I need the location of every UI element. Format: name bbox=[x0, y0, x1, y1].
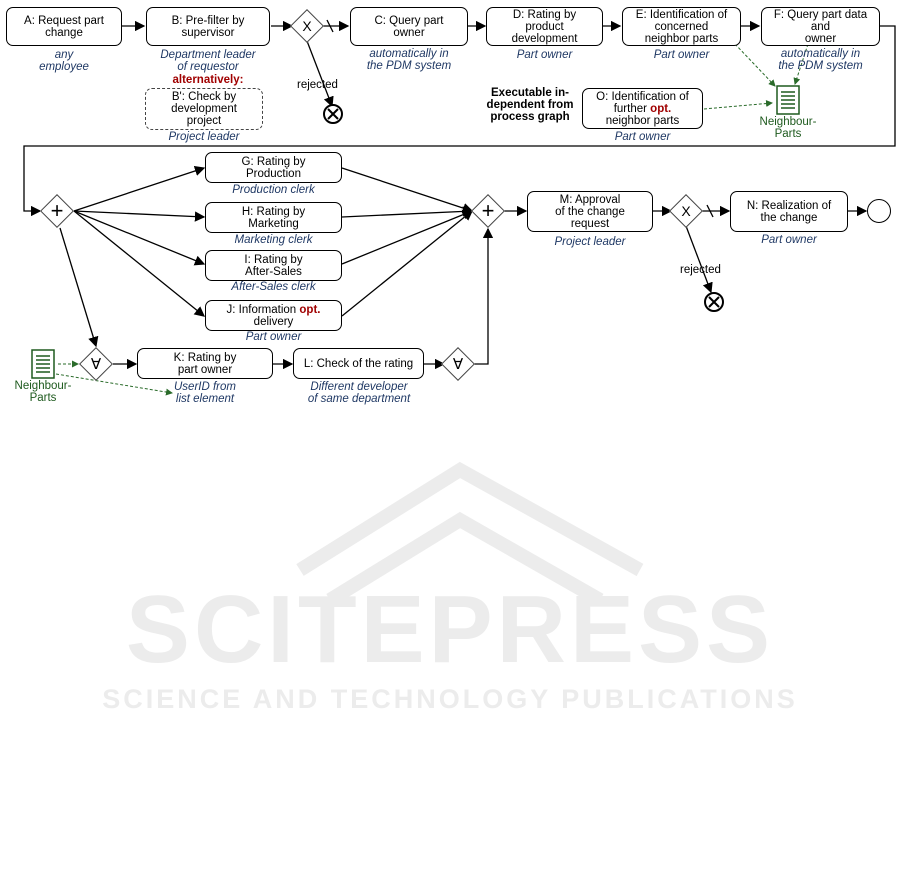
task-f-query-part-data-owner[interactable]: F: Query part data and owner bbox=[761, 7, 880, 46]
role-d: Part owner bbox=[516, 49, 573, 61]
task-g-rating-production[interactable]: G: Rating by Production bbox=[205, 152, 342, 183]
role-n: Part owner bbox=[761, 234, 817, 246]
task-j-text: J: Information bbox=[226, 303, 297, 316]
document-icon-1 bbox=[776, 85, 800, 115]
sequence-flows bbox=[23, 19, 896, 370]
loop-start-symbol: ∀ bbox=[90, 356, 102, 373]
task-j-information-delivery[interactable]: J: Information opt. delivery bbox=[205, 300, 342, 331]
executable-note: Executable in- dependent from process gr… bbox=[486, 87, 574, 123]
xor-gateway-2-symbol: X bbox=[681, 203, 691, 219]
role-c: automatically in the PDM system bbox=[366, 48, 452, 72]
end-event bbox=[867, 199, 891, 223]
role-k: UserID from list element bbox=[174, 381, 236, 405]
role-bp: Project leader bbox=[168, 131, 240, 143]
rejected-label-1: rejected bbox=[297, 79, 338, 91]
and-split-symbol: + bbox=[50, 198, 64, 223]
task-b-prefilter-supervisor[interactable]: B: Pre-filter by supervisor bbox=[146, 7, 270, 46]
task-o-identification-further-neighbor-parts[interactable]: O: Identification of further opt.neighbo… bbox=[582, 88, 703, 129]
role-o: Part owner bbox=[614, 131, 671, 143]
loop-end-symbol: ∀ bbox=[452, 356, 464, 373]
task-bp-check-development-project[interactable]: B': Check by development project bbox=[145, 88, 263, 130]
and-join-symbol: + bbox=[481, 198, 495, 223]
task-o-opt: opt. bbox=[650, 102, 672, 115]
rejected-label-2: rejected bbox=[680, 264, 721, 276]
role-m: Project leader bbox=[554, 236, 626, 248]
role-e: Part owner bbox=[653, 49, 710, 61]
role-f: automatically in the PDM system bbox=[778, 48, 863, 72]
task-d-rating-product-development[interactable]: D: Rating by product development bbox=[486, 7, 603, 46]
role-h: Marketing clerk bbox=[234, 234, 313, 246]
task-o-suffix: neighbor parts bbox=[605, 114, 680, 127]
role-b: Department leader of requestor bbox=[160, 49, 256, 73]
task-c-query-part-owner[interactable]: C: Query part owner bbox=[350, 7, 468, 46]
task-h-rating-marketing[interactable]: H: Rating by Marketing bbox=[205, 202, 342, 233]
xor-gateway-1-symbol: X bbox=[302, 18, 312, 34]
task-k-rating-part-owner[interactable]: K: Rating by part owner bbox=[137, 348, 273, 379]
watermark-logo bbox=[296, 461, 644, 607]
terminate-event-1 bbox=[323, 104, 343, 124]
task-e-identification-neighbor-parts[interactable]: E: Identification of concerned neighbor … bbox=[622, 7, 741, 46]
role-j: Part owner bbox=[245, 331, 302, 343]
task-l-check-rating[interactable]: L: Check of the rating bbox=[293, 348, 424, 379]
role-g: Production clerk bbox=[232, 184, 315, 196]
task-n-realization-change[interactable]: N: Realization of the change bbox=[730, 191, 848, 232]
task-o-text: O: Identification of further bbox=[596, 90, 689, 115]
task-m-approval-change-request[interactable]: M: Approval of the change request bbox=[527, 191, 653, 232]
task-a-request-part-change[interactable]: A: Request part change bbox=[6, 7, 122, 46]
watermark-subtitle: SCIENCE AND TECHNOLOGY PUBLICATIONS bbox=[102, 684, 798, 714]
role-i: After-Sales clerk bbox=[231, 281, 316, 293]
task-i-rating-after-sales[interactable]: I: Rating by After-Sales bbox=[205, 250, 342, 281]
watermark-title: SCITEPRESS bbox=[125, 576, 775, 683]
document-icon-2 bbox=[31, 349, 55, 379]
role-a: any employee bbox=[39, 49, 89, 73]
terminate-event-2 bbox=[704, 292, 724, 312]
document-label-1: Neighbour- Parts bbox=[759, 116, 817, 140]
document-label-2: Neighbour- Parts bbox=[14, 380, 72, 404]
task-j-suffix: delivery bbox=[253, 315, 294, 328]
task-j-opt: opt. bbox=[299, 303, 321, 316]
data-associations bbox=[55, 43, 809, 396]
role-b-alternatively: alternatively: bbox=[172, 74, 244, 86]
role-l: Different developer of same department bbox=[307, 381, 411, 405]
